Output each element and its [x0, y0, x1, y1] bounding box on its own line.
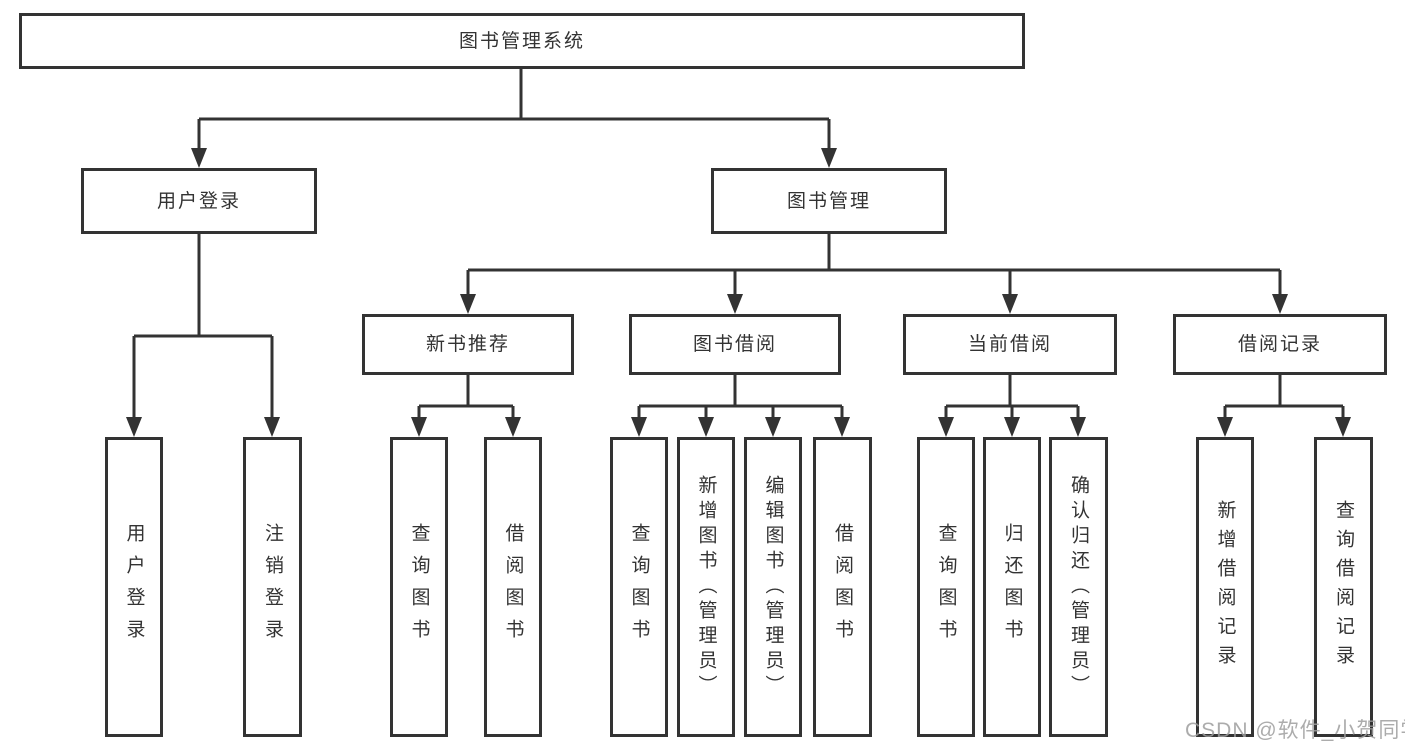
- node-leaf-query-books-3: 查询图书: [917, 437, 975, 737]
- node-leaf-query-borrow-record: 查询借阅记录: [1314, 437, 1373, 737]
- node-leaf-return-books: 归还图书: [983, 437, 1041, 737]
- connector-user-login-to-leaves: [132, 234, 274, 419]
- node-leaf-add-borrow-record: 新增借阅记录: [1196, 437, 1254, 737]
- connector-book-borrow-to-leaves: [637, 375, 844, 419]
- connector-new-book-rec-to-leaves: [417, 375, 515, 419]
- connector-root-to-level2: [197, 69, 831, 150]
- node-book-borrowing: 图书借阅: [629, 314, 841, 375]
- arrowheads-level2: [191, 148, 837, 168]
- node-borrowing-records: 借阅记录: [1173, 314, 1387, 375]
- node-new-book-recommendation: 新书推荐: [362, 314, 574, 375]
- connector-borrow-records-to-leaves: [1223, 375, 1345, 419]
- node-leaf-borrow-books-2: 借阅图书: [813, 437, 872, 737]
- csdn-watermark: CSDN @软件_小贺同学: [1185, 719, 1405, 742]
- node-leaf-query-books-1: 查询图书: [390, 437, 448, 737]
- node-leaf-confirm-return-admin: 确认归还（管理员）: [1049, 437, 1108, 737]
- node-leaf-borrow-books-1: 借阅图书: [484, 437, 542, 737]
- arrowheads-level3: [460, 294, 1288, 314]
- node-leaf-user-login: 用户登录: [105, 437, 163, 737]
- connector-book-mgmt-to-level3: [466, 234, 1282, 296]
- node-current-borrowing: 当前借阅: [903, 314, 1117, 375]
- arrowheads-user-login-leaves: [126, 417, 280, 437]
- node-leaf-logout: 注销登录: [243, 437, 302, 737]
- node-user-login-branch: 用户登录: [81, 168, 317, 234]
- connector-current-borrow-to-leaves: [944, 375, 1080, 419]
- node-root-system: 图书管理系统: [19, 13, 1025, 69]
- node-book-management-branch: 图书管理: [711, 168, 947, 234]
- arrowheads-current-borrow-leaves: [938, 417, 1086, 437]
- arrowheads-book-borrow-leaves: [631, 417, 850, 437]
- arrowheads-new-book-rec-leaves: [411, 417, 521, 437]
- node-leaf-add-books-admin: 新增图书（管理员）: [677, 437, 735, 737]
- node-leaf-query-books-2: 查询图书: [610, 437, 668, 737]
- node-leaf-edit-books-admin: 编辑图书（管理员）: [744, 437, 802, 737]
- arrowheads-borrow-records-leaves: [1217, 417, 1351, 437]
